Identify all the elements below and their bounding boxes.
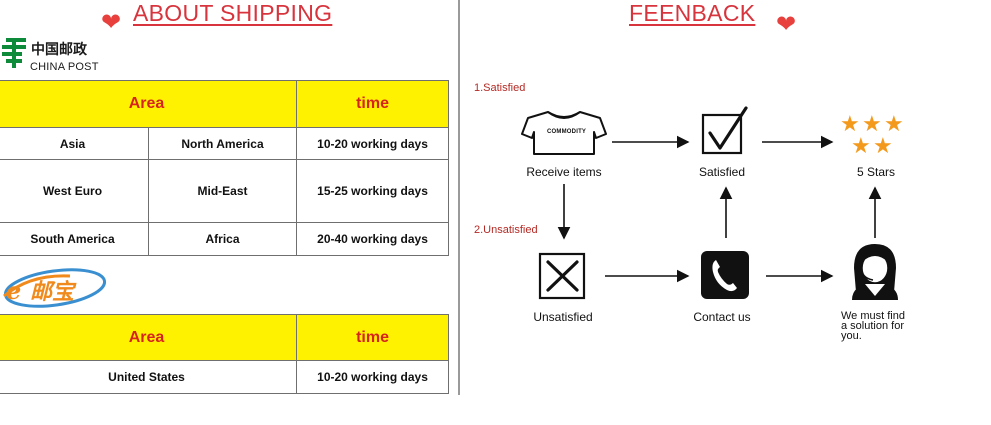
china-post-cn: 中国邮政: [31, 42, 87, 58]
cell-area: West Euro: [0, 159, 149, 223]
checkbox-cross-icon: [538, 252, 586, 300]
header-time: time: [296, 314, 450, 361]
table-row: Asia North America 10-20 working days: [0, 127, 450, 160]
shipping-title: ABOUT SHIPPING: [133, 0, 333, 26]
shipping-table-china-post: Area time Asia North America 10-20 worki…: [0, 80, 450, 256]
heart-icon: ❤: [101, 9, 122, 36]
header-area: Area: [0, 80, 298, 128]
cell-time: 10-20 working days: [296, 127, 450, 160]
star-icon: ★: [851, 133, 871, 158]
unsatisfied-label: Unsatisfied: [533, 310, 593, 324]
epacket-logo-text: 邮宝: [30, 280, 75, 305]
header-area: Area: [0, 314, 298, 361]
china-post-emblem-icon: [2, 38, 26, 68]
cell-area: North America: [147, 127, 298, 160]
star-icon: ★: [862, 111, 882, 136]
table-row: West Euro Mid-East 15-25 working days: [0, 159, 450, 223]
feedback-flow-diagram: [521, 106, 898, 300]
cell-area: Asia: [0, 127, 149, 160]
star-icon: ★: [884, 111, 904, 136]
section-divider: [458, 0, 460, 395]
epacket-logo: e: [0, 266, 110, 310]
support-agent-icon: [852, 244, 898, 300]
china-post-logo: [0, 36, 28, 70]
cell-area: Africa: [147, 222, 298, 256]
shirt-label: COMMODITY: [547, 129, 587, 135]
heart-icon: ❤: [776, 11, 797, 38]
step-satisfied-label: 1.Satisfied: [474, 82, 526, 94]
table-header-row: Area time: [0, 314, 450, 361]
china-post-en: CHINA POST: [30, 61, 99, 73]
solution-text: We must find a solution for you.: [841, 310, 905, 342]
solution-line: a solution for: [841, 320, 904, 332]
cell-time: 15-25 working days: [296, 159, 450, 223]
solution-line: you.: [841, 330, 862, 342]
contact-us-label: Contact us: [693, 310, 751, 324]
star-icon: ★: [840, 111, 860, 136]
table-row: United States 10-20 working days: [0, 360, 450, 394]
receive-items-label: Receive items: [526, 165, 602, 179]
shipping-table-epacket: Area time United States 10-20 working da…: [0, 314, 450, 394]
feedback-title: FEENBACK: [629, 0, 756, 26]
phone-icon: [701, 251, 749, 299]
step-unsatisfied-label: 2.Unsatisfied: [474, 224, 538, 236]
cell-area: Mid-East: [147, 159, 298, 223]
cell-time: 10-20 working days: [296, 360, 450, 394]
header-time: time: [296, 80, 450, 128]
tshirt-icon: [521, 111, 607, 155]
table-row: South America Africa 20-40 working days: [0, 222, 450, 256]
svg-text:e: e: [6, 276, 21, 305]
satisfied-label: Satisfied: [698, 165, 746, 179]
epacket-swoosh-icon: e: [3, 268, 107, 308]
cell-area: United States: [0, 360, 298, 394]
star-icon: ★: [873, 133, 893, 158]
cell-area: South America: [0, 222, 149, 256]
table-header-row: Area time: [0, 80, 450, 128]
solution-line: We must find: [841, 310, 905, 322]
cell-time: 20-40 working days: [296, 222, 450, 256]
five-stars-label: 5 Stars: [856, 165, 896, 179]
checkbox-check-icon: [701, 106, 748, 155]
